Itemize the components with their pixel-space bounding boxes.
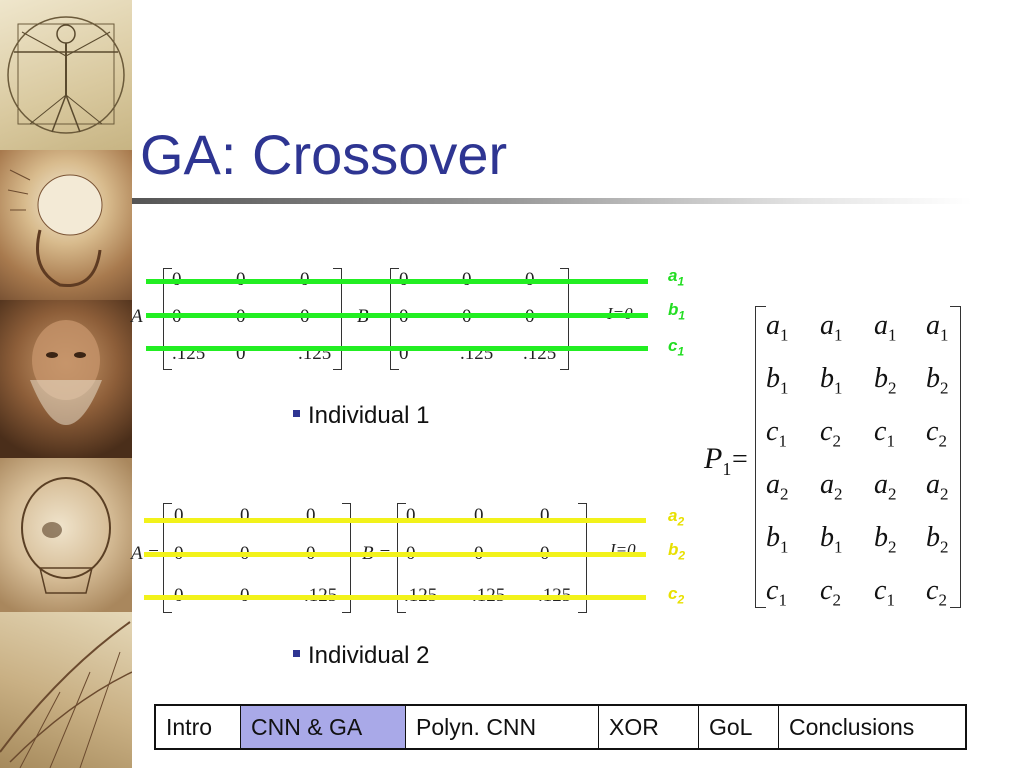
nav-item-polyn-cnn[interactable]: Polyn. CNN bbox=[406, 706, 599, 748]
matrix-cell: 0 bbox=[236, 343, 246, 364]
matrix-cell: 0 bbox=[474, 505, 484, 526]
title-divider bbox=[132, 198, 972, 204]
matrix-bracket-left bbox=[397, 503, 406, 613]
p1-matrix-cell: b1 bbox=[766, 522, 789, 557]
individual-1-label: Individual 1 bbox=[308, 402, 430, 429]
p1-matrix-cell: a2 bbox=[874, 469, 897, 504]
slide-nav-bar: Intro CNN & GA Polyn. CNN XOR GoL Conclu… bbox=[154, 704, 967, 750]
p1-matrix-cell: b2 bbox=[874, 363, 897, 398]
matrix-cell: 0 bbox=[399, 343, 409, 364]
p1-matrix-cell: c2 bbox=[820, 416, 841, 451]
p1-matrix-cell: b1 bbox=[820, 522, 843, 557]
p1-matrix-cell: c1 bbox=[766, 416, 787, 451]
p1-matrix-cell: a2 bbox=[766, 469, 789, 504]
row-tag-c1: c1 bbox=[668, 336, 685, 359]
p1-matrix-cell: c2 bbox=[926, 416, 947, 451]
crossover-line-a1 bbox=[146, 279, 648, 284]
fetus-sketch-image bbox=[0, 150, 132, 300]
matrix-a-label: A = bbox=[131, 306, 160, 327]
matrix-bracket-left bbox=[390, 268, 399, 370]
p1-matrix-cell: c1 bbox=[874, 416, 895, 451]
p1-matrix-cell: a2 bbox=[926, 469, 949, 504]
row-tag-b1: b1 bbox=[668, 300, 686, 323]
p1-label: P1 bbox=[704, 442, 732, 479]
row-tag-b2: b2 bbox=[668, 540, 686, 563]
matrix-cell: 0 bbox=[240, 505, 250, 526]
vitruvian-man-image bbox=[0, 0, 132, 150]
matrix-bracket-right bbox=[560, 268, 569, 370]
p1-matrix-cell: c1 bbox=[874, 575, 895, 610]
p1-matrix-cell: b2 bbox=[926, 363, 949, 398]
p1-matrix-cell: c2 bbox=[926, 575, 947, 610]
crossover-line-c2 bbox=[144, 595, 646, 600]
nav-item-xor[interactable]: XOR bbox=[599, 706, 699, 748]
crossover-line-a2 bbox=[144, 518, 646, 523]
wing-sketch-image bbox=[0, 612, 132, 768]
bullet-square-icon bbox=[293, 650, 300, 658]
matrix-bracket-left bbox=[163, 268, 172, 370]
i-label: I=0 bbox=[610, 540, 636, 559]
slide-title: GA: Crossover bbox=[140, 123, 508, 186]
nav-item-gol[interactable]: GoL bbox=[699, 706, 779, 748]
left-image-strip bbox=[0, 0, 132, 768]
nav-item-conclusions[interactable]: Conclusions bbox=[789, 714, 915, 740]
bullet-square-icon bbox=[293, 410, 300, 418]
p1-equals: = bbox=[732, 444, 748, 475]
p1-matrix-cell: a1 bbox=[874, 310, 897, 345]
p1-matrix-cell: a1 bbox=[926, 310, 949, 345]
self-portrait-image bbox=[0, 300, 132, 458]
individual-2-label: Individual 2 bbox=[308, 642, 430, 669]
row-tag-a1: a1 bbox=[668, 266, 685, 289]
matrix-cell: 0 bbox=[306, 505, 316, 526]
nav-item-intro[interactable]: Intro bbox=[156, 706, 241, 748]
nav-item-cnn-ga[interactable]: CNN & GA bbox=[241, 706, 406, 748]
individual-2-bullet: Individual 2 bbox=[293, 642, 429, 670]
crossover-line-b1 bbox=[146, 313, 648, 318]
crossover-line-c1 bbox=[146, 346, 648, 351]
p1-bracket-left bbox=[755, 306, 766, 608]
matrix-cell: 0 bbox=[174, 505, 184, 526]
matrix-bracket-right bbox=[342, 503, 351, 613]
p1-matrix-cell: a2 bbox=[820, 469, 843, 504]
p1-matrix-cell: b2 bbox=[926, 522, 949, 557]
matrix-cell: 0 bbox=[406, 505, 416, 526]
row-tag-c2: c2 bbox=[668, 584, 685, 607]
matrix-bracket-left bbox=[163, 503, 172, 613]
crossover-line-b2 bbox=[144, 552, 646, 557]
p1-matrix-cell: b2 bbox=[874, 522, 897, 557]
p1-matrix-cell: a1 bbox=[820, 310, 843, 345]
p1-bracket-right bbox=[950, 306, 961, 608]
individual-1-bullet: Individual 1 bbox=[293, 402, 429, 430]
matrix-bracket-right bbox=[333, 268, 342, 370]
p1-matrix-cell: a1 bbox=[766, 310, 789, 345]
matrix-bracket-right bbox=[578, 503, 587, 613]
skull-sketch-image bbox=[0, 458, 132, 612]
row-tag-a2: a2 bbox=[668, 506, 685, 529]
p1-matrix-cell: c1 bbox=[766, 575, 787, 610]
p1-matrix-cell: c2 bbox=[820, 575, 841, 610]
p1-matrix-cell: b1 bbox=[766, 363, 789, 398]
p1-matrix-cell: b1 bbox=[820, 363, 843, 398]
matrix-cell: 0 bbox=[540, 505, 550, 526]
